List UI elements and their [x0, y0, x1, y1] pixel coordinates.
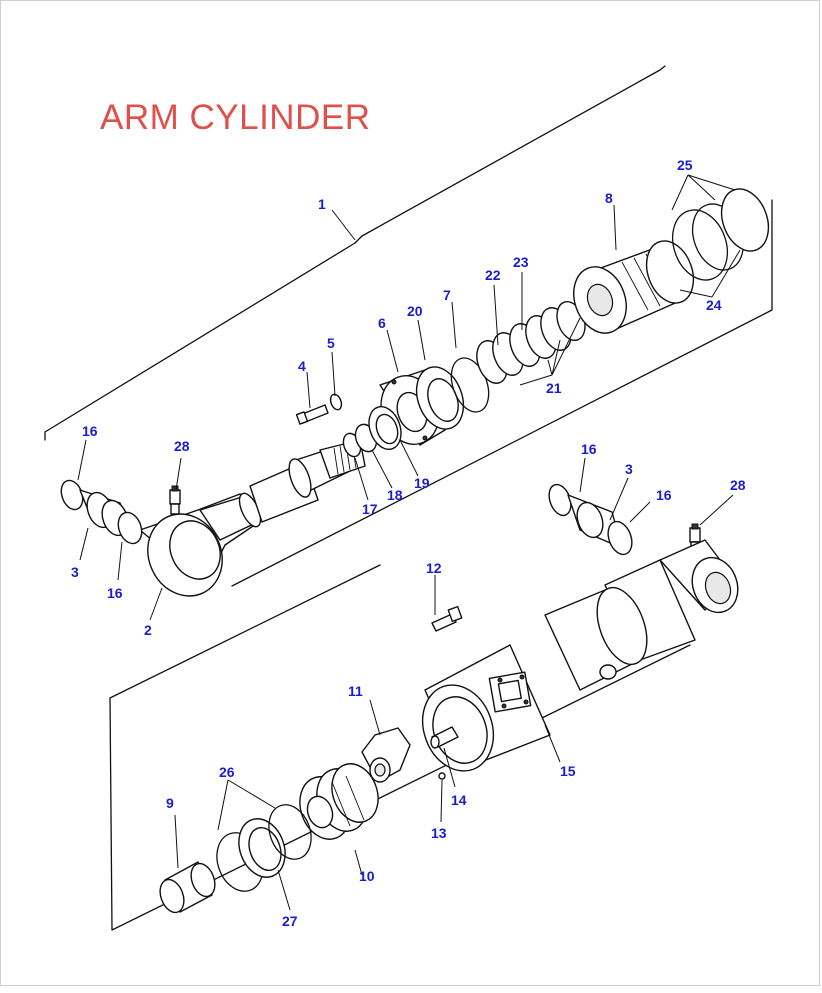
washer-part-5 [329, 393, 343, 411]
bushing-part-3-right [548, 483, 633, 556]
callout-12: 12 [426, 560, 442, 576]
callout-25: 25 [677, 157, 693, 173]
callout-10: 10 [359, 868, 375, 884]
seal-part-19 [368, 405, 402, 451]
callout-9: 9 [166, 795, 174, 811]
callout-17: 17 [362, 501, 378, 517]
nut-part-11 [361, 727, 411, 783]
grease-fitting-part-28-left [169, 485, 181, 515]
rings-parts-26-27 [216, 804, 312, 892]
diagram-title: ARM CYLINDER [100, 98, 371, 137]
ball-part-13 [438, 772, 446, 780]
callout-24: 24 [706, 297, 722, 313]
bolt-part-12 [431, 605, 463, 632]
leader-lines [77, 174, 741, 911]
callout-16-b: 16 [107, 585, 123, 601]
callout-labels: 1 2 3 3 4 5 6 7 8 9 10 11 12 13 14 15 16… [71, 157, 746, 929]
callout-26: 26 [219, 764, 235, 780]
rod-eye-part-2 [139, 492, 263, 597]
set-screw-part-14 [430, 726, 459, 749]
callout-19: 19 [414, 475, 430, 491]
callout-3-left: 3 [71, 564, 79, 580]
callout-28-right: 28 [730, 477, 746, 493]
callout-23: 23 [513, 254, 529, 270]
bushing-part-3-left [60, 479, 143, 545]
callout-7: 7 [443, 287, 451, 303]
rod-shaft [249, 439, 366, 523]
callout-16-c: 16 [581, 441, 597, 457]
callout-1: 1 [318, 196, 326, 212]
bolt-part-4 [295, 404, 329, 425]
callout-2: 2 [144, 622, 152, 638]
callout-4: 4 [298, 358, 306, 374]
piston-part-10 [299, 763, 379, 840]
callout-13: 13 [431, 825, 447, 841]
callout-28-left: 28 [174, 438, 190, 454]
callout-5: 5 [327, 335, 335, 351]
callout-16-a: 16 [82, 423, 98, 439]
rings-parts-24-25 [671, 188, 770, 281]
callout-15: 15 [560, 763, 576, 779]
callout-11: 11 [348, 683, 363, 699]
callout-6: 6 [378, 315, 386, 331]
callout-21: 21 [546, 380, 562, 396]
callout-8: 8 [605, 190, 613, 206]
cylinder-tube-part-15 [421, 539, 739, 772]
callout-20: 20 [407, 303, 423, 319]
upper-group-bracket [44, 65, 773, 587]
callout-3-right: 3 [625, 461, 633, 477]
callout-14: 14 [451, 792, 467, 808]
bushing-part-9 [159, 861, 216, 914]
callout-16-d: 16 [656, 487, 672, 503]
rings-parts-21-22-23 [476, 300, 586, 384]
piston-part-8 [573, 240, 695, 334]
callout-27: 27 [282, 913, 298, 929]
callout-18: 18 [387, 487, 403, 503]
callout-22: 22 [485, 267, 501, 283]
